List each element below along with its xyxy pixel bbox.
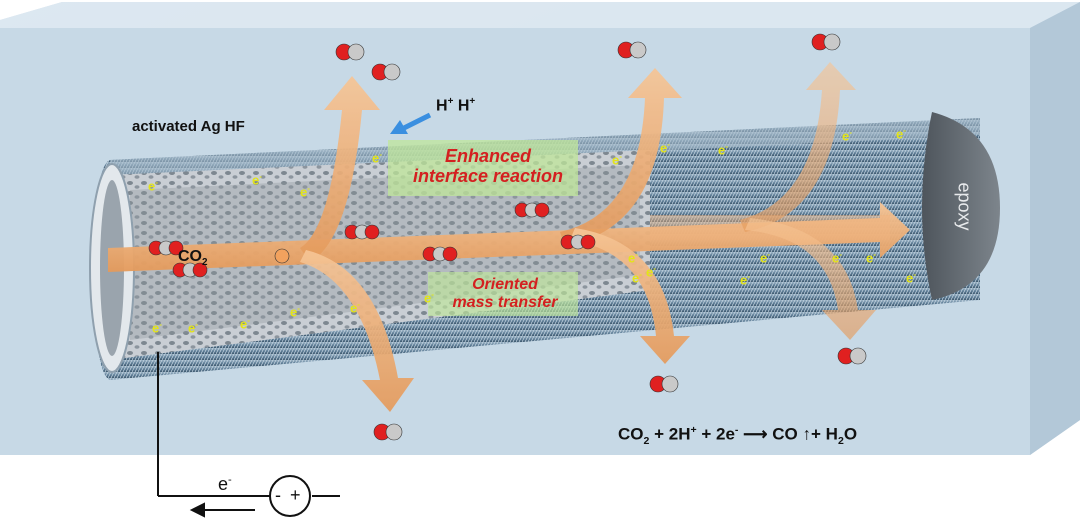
electron-label: e- [612, 152, 622, 168]
co2-molecule-oxygen [364, 224, 380, 240]
electron-label: e- [240, 316, 250, 332]
co2-label: CO2 [178, 248, 208, 269]
proton-sup1: + [447, 96, 454, 107]
proton-sup2: + [469, 96, 476, 107]
electron-label: e- [740, 272, 750, 288]
enhanced-line1: Enhanced [444, 146, 532, 166]
oriented-line2: mass transfer [452, 294, 558, 311]
power-source-signs: - + [275, 485, 303, 505]
co2-molecule-oxygen [192, 262, 208, 278]
co-molecule-carbon [823, 33, 841, 51]
electron-label: e- [188, 320, 198, 336]
co2-molecule-oxygen [168, 240, 184, 256]
electron-label: e- [660, 140, 670, 156]
co2-molecule-oxygen [580, 234, 596, 250]
electron-label: e- [372, 150, 382, 166]
electron-label: e- [760, 250, 770, 266]
electron-label: e- [628, 250, 638, 266]
proton-label: H+ H+ [436, 96, 475, 115]
power-source [269, 475, 311, 517]
co-molecule-carbon [661, 375, 679, 393]
electron-label: e- [148, 178, 158, 194]
electron-label: e- [632, 270, 642, 286]
fiber-label: activated Ag HF [132, 118, 245, 135]
electron-label: e- [290, 304, 300, 320]
electron-label: e- [350, 300, 360, 316]
electron-label: e- [718, 142, 728, 158]
electron-label: e- [152, 320, 162, 336]
electron-label: e- [646, 264, 656, 280]
electron-label: e- [300, 184, 310, 200]
electron-label: e- [866, 250, 876, 266]
electron-label: e- [896, 126, 906, 142]
proton-arrow [390, 112, 432, 134]
highlight-oriented [428, 272, 578, 316]
co-molecule-carbon [849, 347, 867, 365]
epoxy-cap [922, 112, 1000, 300]
oriented-line1: Oriented [472, 276, 538, 293]
electron-label: e- [842, 128, 852, 144]
reaction-equation: CO2 + 2H+ + 2e- ⟶ CO ↑+ H2O [618, 424, 858, 448]
proton-h2: H [457, 97, 470, 115]
enhanced-label: Enhanced interface reaction [398, 146, 578, 186]
co2-molecule-oxygen [442, 246, 458, 262]
proton-h1: H [436, 97, 448, 115]
electron-label: e- [252, 172, 262, 188]
circuit-electron-label: e- [218, 474, 232, 494]
co-molecule-carbon [385, 423, 403, 441]
co2-molecule-carbon [274, 248, 290, 264]
co-molecule-carbon [383, 63, 401, 81]
branch-arrows [300, 62, 876, 412]
oriented-label: Oriented mass transfer [432, 276, 578, 312]
co-molecule-carbon [347, 43, 365, 61]
highlight-enhanced [388, 140, 578, 196]
epoxy-label: epoxy [954, 182, 975, 231]
electron-label: e- [906, 270, 916, 286]
external-circuit [157, 352, 340, 518]
co2-molecule-oxygen [534, 202, 550, 218]
electron-label: e- [424, 290, 434, 306]
co-molecule-carbon [629, 41, 647, 59]
enhanced-line2: interface reaction [412, 166, 564, 186]
electron-label: e- [832, 250, 842, 266]
